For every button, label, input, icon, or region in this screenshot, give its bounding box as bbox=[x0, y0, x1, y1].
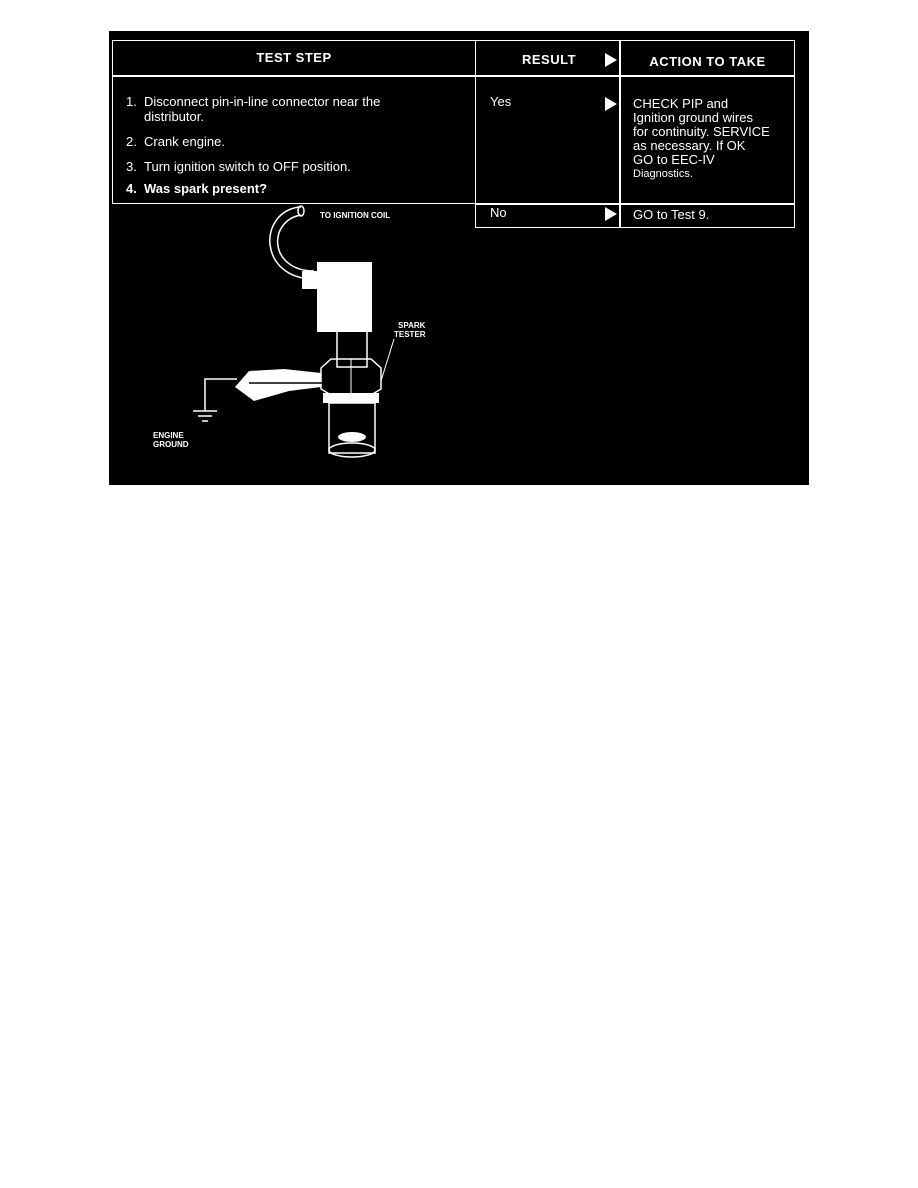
step-3: 3. Turn ignition switch to OFF position. bbox=[126, 159, 456, 174]
result-yes: Yes bbox=[490, 94, 512, 109]
diagnostic-panel: TEST STEP 1. Disconnect pin-in-line conne… bbox=[109, 31, 809, 485]
label-ground: GROUND bbox=[153, 440, 189, 449]
wire-end bbox=[297, 205, 305, 217]
step-1-text-cont: distributor. bbox=[144, 109, 204, 124]
tester-leader-line bbox=[380, 338, 395, 382]
coil-wire bbox=[269, 206, 315, 280]
spark-tester-illustration bbox=[193, 205, 395, 458]
action-no: GO to Test 9. bbox=[633, 207, 710, 222]
result-no: No bbox=[490, 205, 507, 220]
header-test-step: TEST STEP bbox=[256, 50, 332, 65]
action-yes-line-4: as necessary. If OK bbox=[633, 138, 746, 153]
spark-plug-boot bbox=[317, 262, 372, 332]
no-arrow-icon bbox=[605, 207, 617, 221]
action-yes-line-2: Ignition ground wires bbox=[633, 110, 753, 125]
step-1-text: Disconnect pin-in-line connector near th… bbox=[144, 94, 381, 109]
header-action: ACTION TO TAKE bbox=[649, 54, 766, 69]
tester-hex-nut bbox=[320, 358, 382, 396]
step-2-number: 2. bbox=[126, 134, 137, 149]
step-1-number: 1. bbox=[126, 94, 137, 109]
label-spark: SPARK bbox=[398, 321, 426, 330]
header-arrow-icon bbox=[605, 53, 617, 67]
label-tester: TESTER bbox=[394, 330, 426, 339]
tester-shaft bbox=[336, 330, 368, 368]
row-divider bbox=[475, 203, 795, 205]
alligator-clip bbox=[235, 369, 321, 401]
result-action-box bbox=[475, 40, 795, 228]
label-to-ignition-coil: TO IGNITION COIL bbox=[320, 211, 391, 220]
step-1: 1. Disconnect pin-in-line connector near … bbox=[126, 94, 456, 124]
step-4: 4. Was spark present? bbox=[126, 181, 456, 196]
action-yes-line-5: GO to EEC-IV bbox=[633, 152, 715, 167]
step-3-number: 3. bbox=[126, 159, 137, 174]
yes-arrow-icon bbox=[605, 97, 617, 111]
step-4-number: 4. bbox=[126, 181, 137, 196]
test-step-header-divider bbox=[112, 75, 476, 77]
step-4-text: Was spark present? bbox=[144, 181, 268, 196]
step-2: 2. Crank engine. bbox=[126, 134, 456, 149]
label-engine: ENGINE bbox=[153, 431, 184, 440]
tester-knurl bbox=[323, 393, 379, 403]
step-3-text: Turn ignition switch to OFF position. bbox=[144, 159, 351, 174]
result-column-divider bbox=[619, 40, 621, 228]
step-2-text: Crank engine. bbox=[144, 134, 225, 149]
result-action-header-divider bbox=[475, 75, 795, 77]
header-result: RESULT bbox=[521, 52, 577, 67]
action-yes-line-1: CHECK PIP and bbox=[633, 96, 729, 111]
action-yes-line-3: for continuity. SERVICE bbox=[633, 124, 770, 139]
ground-lead bbox=[204, 378, 237, 411]
tester-base bbox=[328, 402, 376, 454]
action-yes-line-6: Diagnostics. bbox=[633, 168, 693, 180]
action-yes: CHECK PIP and Ignition ground wires for … bbox=[633, 97, 793, 181]
